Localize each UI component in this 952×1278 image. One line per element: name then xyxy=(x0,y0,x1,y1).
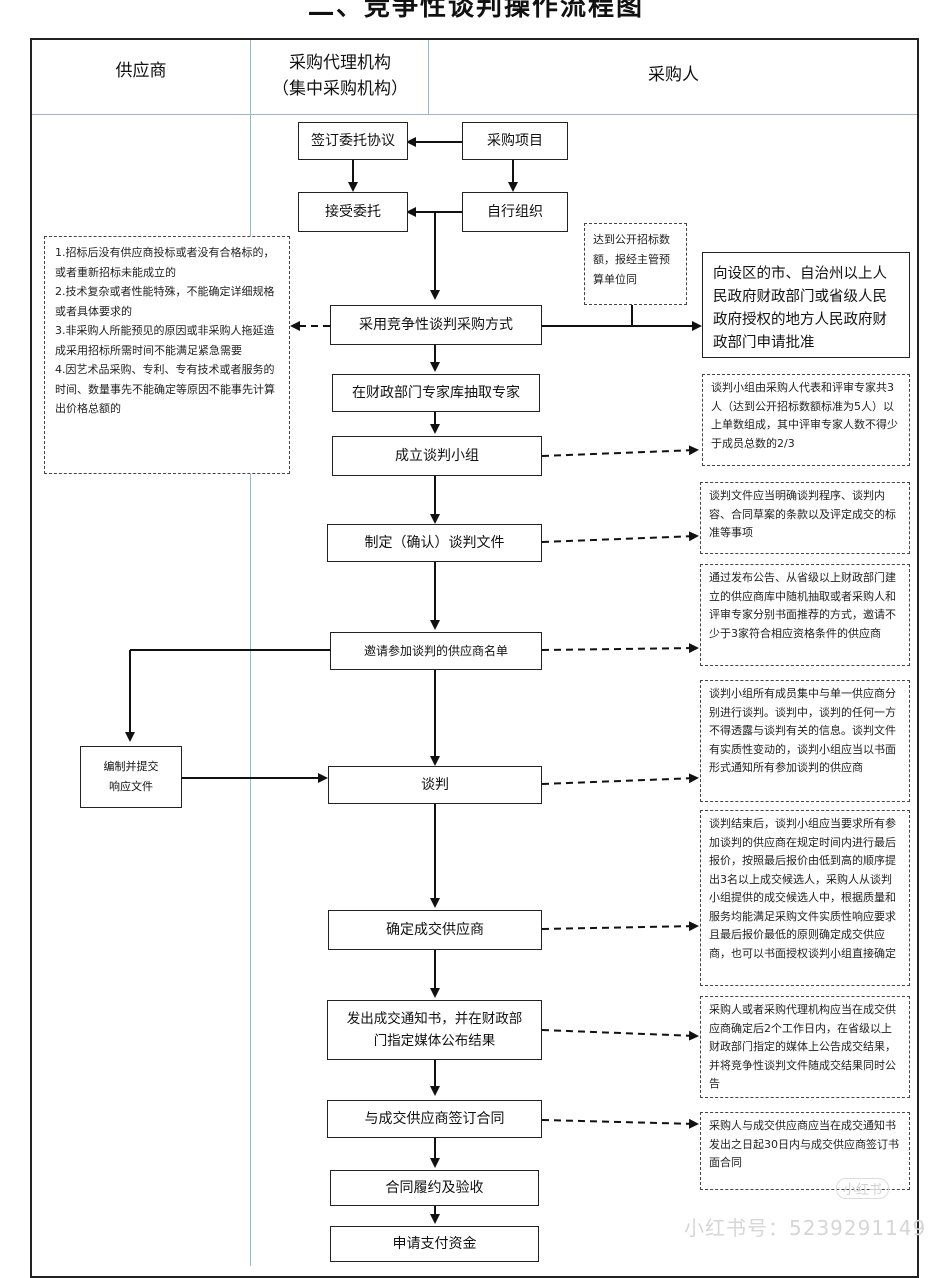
sign-agreement-box: 签订委托协议 xyxy=(298,122,408,160)
condition-2: 2.技术复杂或者性能特殊，不能确定详细规格或者具体要求的 xyxy=(55,285,275,318)
adopt-method-box: 采用竞争性谈判采购方式 xyxy=(330,305,542,345)
lane-header-purchaser: 采购人 xyxy=(648,65,699,85)
lane-header-agency-line1: 采购代理机构 xyxy=(289,53,391,73)
team-note: 谈判小组由采购人代表和评审专家共3人（达到公开招标数额标准为5人）以上单数组成，… xyxy=(702,374,910,466)
lane-header-supplier: 供应商 xyxy=(115,61,167,81)
self-organize-box: 自行组织 xyxy=(462,192,568,232)
accept-entrustment-box: 接受委托 xyxy=(298,192,408,232)
invite-note: 通过发布公告、从省级以上财政部门建立的供应商库中随机抽取或者采购人和评审专家分别… xyxy=(700,564,910,666)
condition-3: 3.非采购人所能预见的原因或非采购人拖延造成采用招标所需时间不能满足紧急需要 xyxy=(55,324,275,357)
apply-payment-box: 申请支付资金 xyxy=(330,1226,539,1262)
watermark-badge: 小红书 xyxy=(836,1178,890,1199)
issue-notice-line2: 门指定媒体公布结果 xyxy=(373,1033,496,1049)
issue-notice-line1: 发出成交通知书，并在财政部 xyxy=(346,1011,523,1027)
contract-note: 采购人与成交供应商应当在成交通知书发出之日起30日内与成交供应商签订书面合同 xyxy=(700,1112,910,1190)
invite-suppliers-box: 邀请参加谈判的供应商名单 xyxy=(330,632,542,670)
contract-performance-box: 合同履约及验收 xyxy=(330,1170,539,1206)
lane-header-agency-line2: （集中采购机构） xyxy=(272,79,408,99)
issue-notice-box: 发出成交通知书，并在财政部 门指定媒体公布结果 xyxy=(327,1000,542,1060)
prepare-response-line2: 响应文件 xyxy=(109,780,153,793)
sign-contract-box: 与成交供应商签订合同 xyxy=(327,1100,542,1138)
determine-note: 谈判结束后，谈判小组应当要求所有参加谈判的供应商在规定时间内进行最后报价，按照最… xyxy=(700,810,910,986)
condition-1: 1.招标后没有供应商投标或者没有合格标的，或者重新招标未能成立的 xyxy=(55,246,275,279)
extract-experts-box: 在财政部门专家库抽取专家 xyxy=(332,374,540,412)
prepare-response-box: 编制并提交 响应文件 xyxy=(80,746,182,808)
lane-divider-right xyxy=(428,40,429,114)
determine-supplier-box: 确定成交供应商 xyxy=(328,910,542,950)
prepare-response-line1: 编制并提交 xyxy=(103,760,159,773)
page-title: 二、竞争性谈判操作流程图 xyxy=(307,0,644,22)
approval-note: 向设区的市、自治州以上人民政府财政部门或省级人民政府授权的地方人民政府财政部门申… xyxy=(702,252,910,358)
conditions-note: 1.招标后没有供应商投标或者没有合格标的，或者重新招标未能成立的 2.技术复杂或… xyxy=(44,236,290,474)
form-team-box: 成立谈判小组 xyxy=(332,436,542,476)
lane-divider-left xyxy=(250,40,251,1266)
lane-header-agency: 采购代理机构 （集中采购机构） xyxy=(252,50,428,102)
notice-note: 采购人或者采购代理机构应当在成交供应商确定后2个工作日内，在省级以上财政部门指定… xyxy=(700,996,910,1098)
prepare-docs-box: 制定（确认）谈判文件 xyxy=(327,524,542,562)
threshold-note: 达到公开招标数额，报经主管预算单位同 xyxy=(584,223,687,305)
condition-4: 4.因艺术品采购、专利、专有技术或者服务的时间、数量事先不能确定等原因不能事先计… xyxy=(55,363,275,415)
watermark-id: 小红书号：5239291149 xyxy=(684,1216,927,1240)
header-divider xyxy=(32,114,917,115)
procurement-project-box: 采购项目 xyxy=(462,122,568,160)
docs-note: 谈判文件应当明确谈判程序、谈判内容、合同草案的条款以及评定成交的标准等事项 xyxy=(700,482,910,554)
negotiate-note: 谈判小组所有成员集中与单一供应商分别进行谈判。谈判中，谈判的任何一方不得透露与谈… xyxy=(700,680,910,802)
negotiation-box: 谈判 xyxy=(328,766,542,804)
